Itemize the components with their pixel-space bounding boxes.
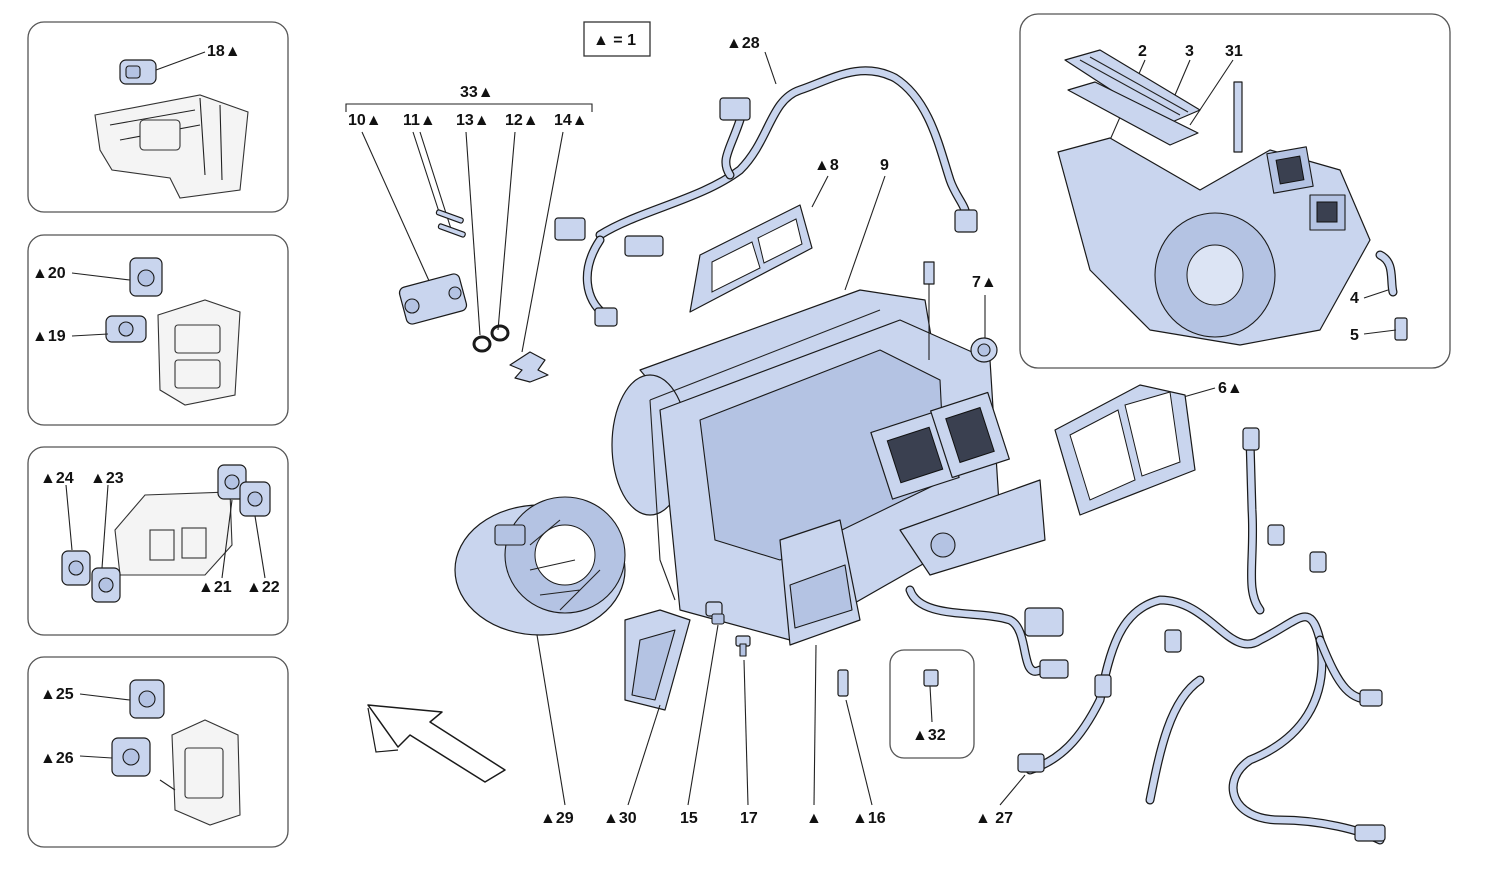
detail-panel-assembly: 2 3 31 4 5 [1019,13,1451,369]
o-ring-13 [472,335,492,353]
legend-box: ▲ = 1 [583,21,651,57]
connector [1164,629,1182,653]
callout-30: ▲30 [603,810,637,827]
callout-33: 33▲ [460,84,494,101]
housing-19-20 [157,299,241,406]
actuator-22 [239,481,271,517]
seal-frame-8: ▲8 [689,157,839,313]
sensor-16: ▲16 [837,669,886,827]
detail-panel-32: ▲32 [889,649,975,759]
grommet-7: 7▲ [970,274,998,363]
o-ring-12 [490,324,510,342]
callout-21: ▲21 [198,579,232,596]
housing-18 [94,94,249,199]
callout-17: 17 [740,810,758,827]
callout-16: ▲16 [852,810,886,827]
connector [954,209,978,233]
connector [554,217,586,241]
callout-23: ▲23 [90,470,124,487]
blower-resistor-30: ▲30 [603,609,691,827]
unit-callout: ▲ [806,644,822,827]
actuator-25 [129,679,165,719]
callout-31: 31 [1225,43,1243,60]
callout-4: 4 [1350,290,1359,307]
actuator-21 [217,464,247,500]
connector [1094,674,1112,698]
clip-5 [1394,317,1408,341]
callout-20: ▲20 [32,265,66,282]
blower-motor-29: ▲29 [454,496,626,827]
callout-25: ▲25 [40,686,74,703]
callout-2: 2 [1138,43,1147,60]
wiring-harness-28: ▲28 [554,35,978,327]
callout-3: 3 [1185,43,1194,60]
kit-33-group: 33▲ 10▲ 11▲ 13▲ 12▲ 14▲ [345,84,593,383]
connector [1242,427,1260,451]
sensor-15: 15 [680,601,725,827]
detail-panel-18: 18▲ [27,21,289,213]
hose-4 [1375,250,1398,297]
screw-17: 17 [735,635,758,827]
connector [1039,659,1069,679]
callout-19: ▲19 [32,328,66,345]
callout-28: ▲28 [726,35,760,52]
filter-frame-31 [1067,81,1199,146]
actuator-23 [91,567,121,603]
connector [1354,824,1386,842]
callout-unit: ▲ [806,810,822,827]
callout-22: ▲22 [246,579,280,596]
callout-9: 9 [880,157,889,174]
gasket-14 [509,351,549,383]
wiring-harness-27: ▲ 27 [905,427,1386,845]
detail-panel-25-26: ▲25 ▲26 [27,656,289,848]
duct-housing [114,491,233,576]
connector [1024,607,1064,637]
connector [719,97,751,121]
connector [1309,551,1327,573]
connector [624,235,664,257]
direction-arrow [367,704,506,783]
detail-panel-19-20: ▲20 ▲19 [27,234,289,426]
callout-12: 12▲ [505,112,539,129]
legend-text: ▲ = 1 [593,32,636,49]
callout-14: 14▲ [554,112,588,129]
unit-assembly [1057,81,1371,346]
callout-15: 15 [680,810,698,827]
hvac-unit-main: 9 [611,157,1046,646]
actuator-20 [129,257,163,297]
screws-11 [435,209,466,238]
connector [1017,753,1045,773]
callout-10: 10▲ [348,112,382,129]
housing-25-26 [159,719,241,826]
callout-13: 13▲ [456,112,490,129]
callout-32: ▲32 [912,727,946,744]
callout-8: ▲8 [814,157,839,174]
callout-11: 11▲ [403,112,436,129]
callout-6: 6▲ [1218,380,1243,397]
filter-3 [1064,49,1201,126]
callout-26: ▲26 [40,750,74,767]
connector [594,307,618,327]
seal-frame-6: 6▲ [1054,380,1243,516]
connector [1359,689,1383,707]
callout-5: 5 [1350,327,1359,344]
expansion-valve-10 [398,273,468,325]
callout-29: ▲29 [540,810,574,827]
callout-18: 18▲ [207,43,241,60]
connector [1267,524,1285,546]
actuator-18 [119,59,157,85]
callout-7: 7▲ [972,274,997,291]
actuator-26 [111,737,151,777]
callout-24: ▲24 [40,470,74,487]
callout-27: ▲ 27 [975,810,1013,827]
actuator-19 [105,315,147,343]
actuator-24 [61,550,91,586]
detail-panel-21-24: ▲24 ▲23 ▲21 ▲22 [27,446,289,636]
